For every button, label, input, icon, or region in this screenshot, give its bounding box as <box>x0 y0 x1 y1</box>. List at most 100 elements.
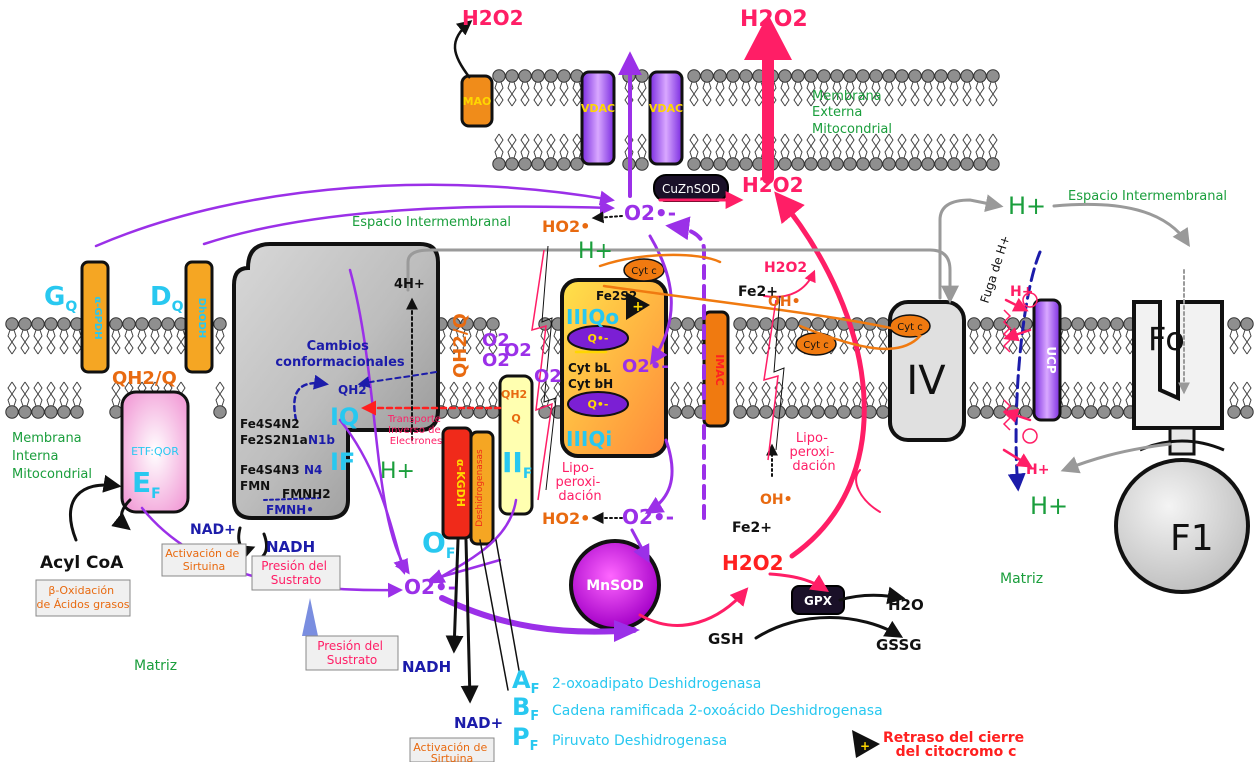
akgdh-label: α-KGDH <box>454 459 467 507</box>
q-radical-2: Q•- <box>588 398 609 411</box>
mao-protein: MAO <box>455 22 492 126</box>
cyt-bl-label: Cyt bL <box>568 361 611 375</box>
vdac-channel-2: VDAC <box>649 72 683 164</box>
intermembrane-top-label: Espacio Intermembranal <box>352 215 511 230</box>
cyt-c-top: Cyt c <box>624 259 664 281</box>
beta-ox-label: β-Oxidación de Ácidos grasos <box>36 584 129 611</box>
iii-qi-label: IIIQi <box>566 427 612 451</box>
fe4s4-n3: Fe4S4N3 <box>240 463 300 477</box>
matrix-right-label: Matriz <box>1000 571 1043 587</box>
matrix-left-label: Matriz <box>134 658 177 674</box>
h-plus-top: H+ <box>578 239 613 264</box>
h2o2-top-left: H2O2 <box>462 6 524 30</box>
o2-radical-bottom: O2•- <box>404 575 456 599</box>
imac-channel: IMAC <box>704 312 728 426</box>
legend: AF 2-oxoadipato Deshidrogenasa BF Cadena… <box>512 666 883 754</box>
complex-iv-label: IV <box>906 358 946 404</box>
gpdh-protein: α-GPDH <box>82 262 108 372</box>
nadh-bottom: NADH <box>402 658 451 676</box>
cyt-c-small-label: Cyt c <box>803 340 829 351</box>
svg-text:+: + <box>860 739 870 753</box>
cyt-c-label: Cyt c <box>631 266 657 277</box>
h-plus-ci: H+ <box>380 459 415 484</box>
cuznsod-enzyme: CuZnSOD <box>654 175 728 201</box>
intermembrane-right-label: Espacio Intermembranal <box>1068 189 1227 204</box>
oh-bottom: OH• <box>760 492 793 508</box>
retraso-label: Retraso del cierre del citocromo c <box>883 730 1029 760</box>
o2-top: O2•- <box>624 201 676 225</box>
nad-plus-bottom: NAD+ <box>454 714 503 732</box>
deshidrogenasas-label: Deshidrogenasas <box>475 449 485 527</box>
gssg-label: GSSG <box>876 636 922 654</box>
ho2-top: HO2• <box>542 217 590 236</box>
fe2s2-label: Fe2S2 <box>596 289 637 303</box>
presion-label-1: Presión del Sustrato <box>261 559 331 587</box>
legend-text-a: 2-oxoadipato Deshidrogenasa <box>552 676 761 692</box>
transporte-label: Transporte Inverso de Electrones <box>387 414 444 447</box>
legend-letter-p: PF <box>512 723 538 754</box>
vdac-label-1: VDAC <box>581 102 615 115</box>
o2-mid: O2•- <box>622 505 674 529</box>
qh2-ci-label: QH2 <box>338 383 367 397</box>
mao-label: MAO <box>463 95 492 108</box>
o2-chain-3: O2 <box>504 340 532 361</box>
lipo-left: Lipo- peroxi- dación <box>556 461 605 504</box>
etf-qor-label: ETF:QOR <box>131 445 179 458</box>
fe4s4-n2: Fe4S4N2 <box>240 417 300 431</box>
h-plus-matrix: H+ <box>1030 492 1068 520</box>
fuga-label: Fuga de H+ <box>978 234 1013 305</box>
h2o-label: H2O <box>888 596 924 614</box>
h-plus-leak-bottom: H+ <box>1026 462 1049 478</box>
fe2-bottom: Fe2+ <box>732 520 772 536</box>
fmn-label: FMN <box>240 479 270 493</box>
h2o2-mid: H2O2 <box>742 173 804 197</box>
dhodh-protein: DhODH <box>186 262 212 372</box>
h2o2-small: H2O2 <box>764 260 807 276</box>
complex-i-4h: 4H+ <box>394 277 425 292</box>
h2o2-top-right: H2O2 <box>740 7 808 32</box>
iii-qo-label: IIIQo <box>566 305 619 329</box>
fmnh2-label: FMNH2 <box>282 487 331 501</box>
qh2q-left-label: QH2/Q <box>112 368 177 389</box>
ucp-label: UCP <box>1044 346 1058 374</box>
legend-text-b: Cadena ramificada 2-oxoácido Deshidrogen… <box>552 703 883 719</box>
iq-label: IQ <box>330 403 359 431</box>
oh-top: OH• <box>768 294 801 310</box>
deshidrogenasas-protein: Deshidrogenasas <box>471 432 493 544</box>
if-label: IF <box>330 448 355 476</box>
o2-chain-4: O2 <box>534 366 562 387</box>
f1-label: F1 <box>1170 518 1214 559</box>
imac-label: IMAC <box>713 354 726 386</box>
dq-label: DQ <box>150 282 184 315</box>
triangle-marker <box>302 598 318 636</box>
n4-label: N4 <box>304 463 322 477</box>
vdac-label-2: VDAC <box>649 102 683 115</box>
gsh-label: GSH <box>708 630 744 648</box>
lipo-right: Lipo- peroxi- dación <box>790 431 839 474</box>
presion-label-2: Presión del Sustrato <box>317 639 387 667</box>
o2-iii: O2•- <box>622 356 669 377</box>
mnsod-label: MnSOD <box>586 578 644 594</box>
ucp-protein: UCP <box>1034 300 1060 420</box>
inner-membrane-label: Membrana Interna Mitocondrial <box>12 431 92 482</box>
outer-membrane-label: Membrana Externa Mitocondrial <box>812 89 892 137</box>
nad-plus-left: NAD+ <box>190 522 236 538</box>
vdac-channel-1: VDAC <box>581 72 615 164</box>
fo-label: Fo <box>1148 320 1185 358</box>
ho2-bottom: HO2• <box>542 509 590 528</box>
fe2s2-n1a: Fe2S2N1a <box>240 433 308 447</box>
akgdh-protein: α-KGDH <box>443 428 471 538</box>
h-plus-leak-top: H+ <box>1010 284 1033 300</box>
dhodh-label: DhODH <box>196 298 207 339</box>
h-plus-right: H+ <box>1008 192 1046 220</box>
q-radical-1: Q•- <box>588 332 609 345</box>
gpx-label: GPX <box>804 594 833 608</box>
fmnh-label: FMNH• <box>266 503 314 517</box>
acyl-coa: Acyl CoA <box>40 553 124 573</box>
gq-label: GQ <box>44 282 77 315</box>
n1b-label: N1b <box>308 433 335 447</box>
retraso-note: + Retraso del cierre del citocromo c <box>852 730 1029 760</box>
h2o2-bottom: H2O2 <box>722 551 784 575</box>
cyt-c-iv: Cyt c <box>897 322 923 333</box>
